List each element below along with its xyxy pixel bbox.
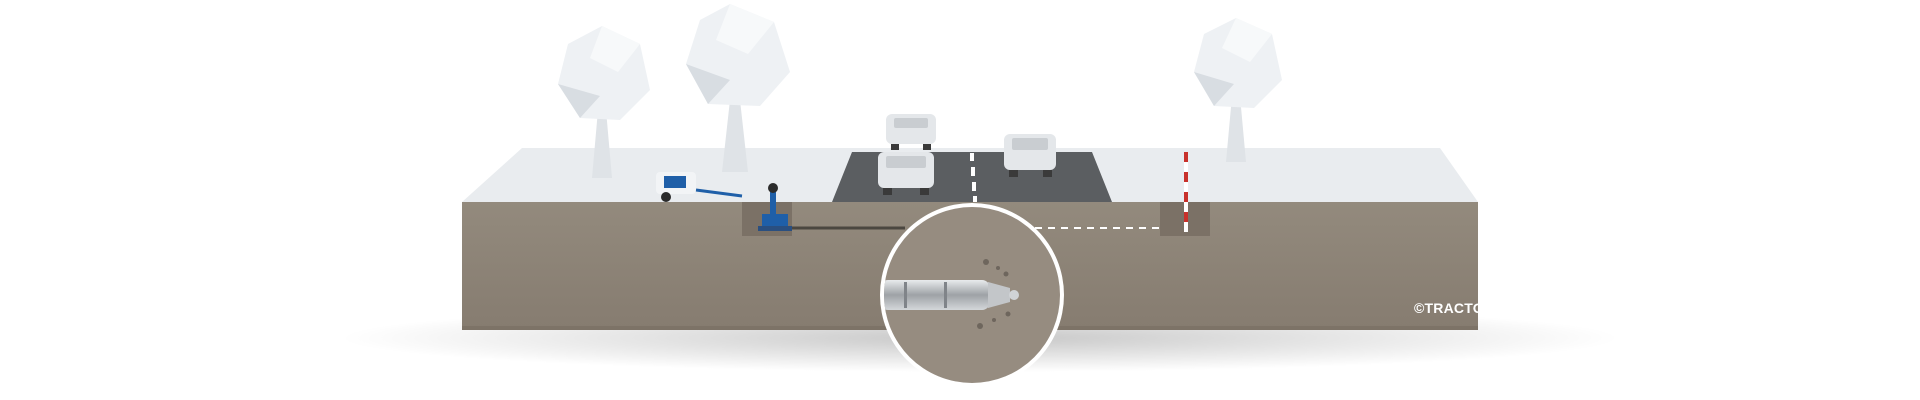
copyright-watermark: ©TRACTO bbox=[1414, 300, 1484, 316]
tree-left bbox=[558, 26, 650, 178]
tree-right bbox=[1194, 18, 1282, 162]
car-right bbox=[1004, 134, 1056, 177]
magnified-drill-head bbox=[880, 203, 1064, 387]
road-markings bbox=[970, 153, 977, 202]
car-front-left bbox=[878, 152, 934, 195]
compressor-trailer bbox=[656, 172, 743, 202]
tree-center bbox=[686, 4, 790, 172]
marker-pole bbox=[1184, 152, 1188, 232]
drilling-rig bbox=[758, 183, 792, 231]
car-back bbox=[886, 114, 936, 150]
